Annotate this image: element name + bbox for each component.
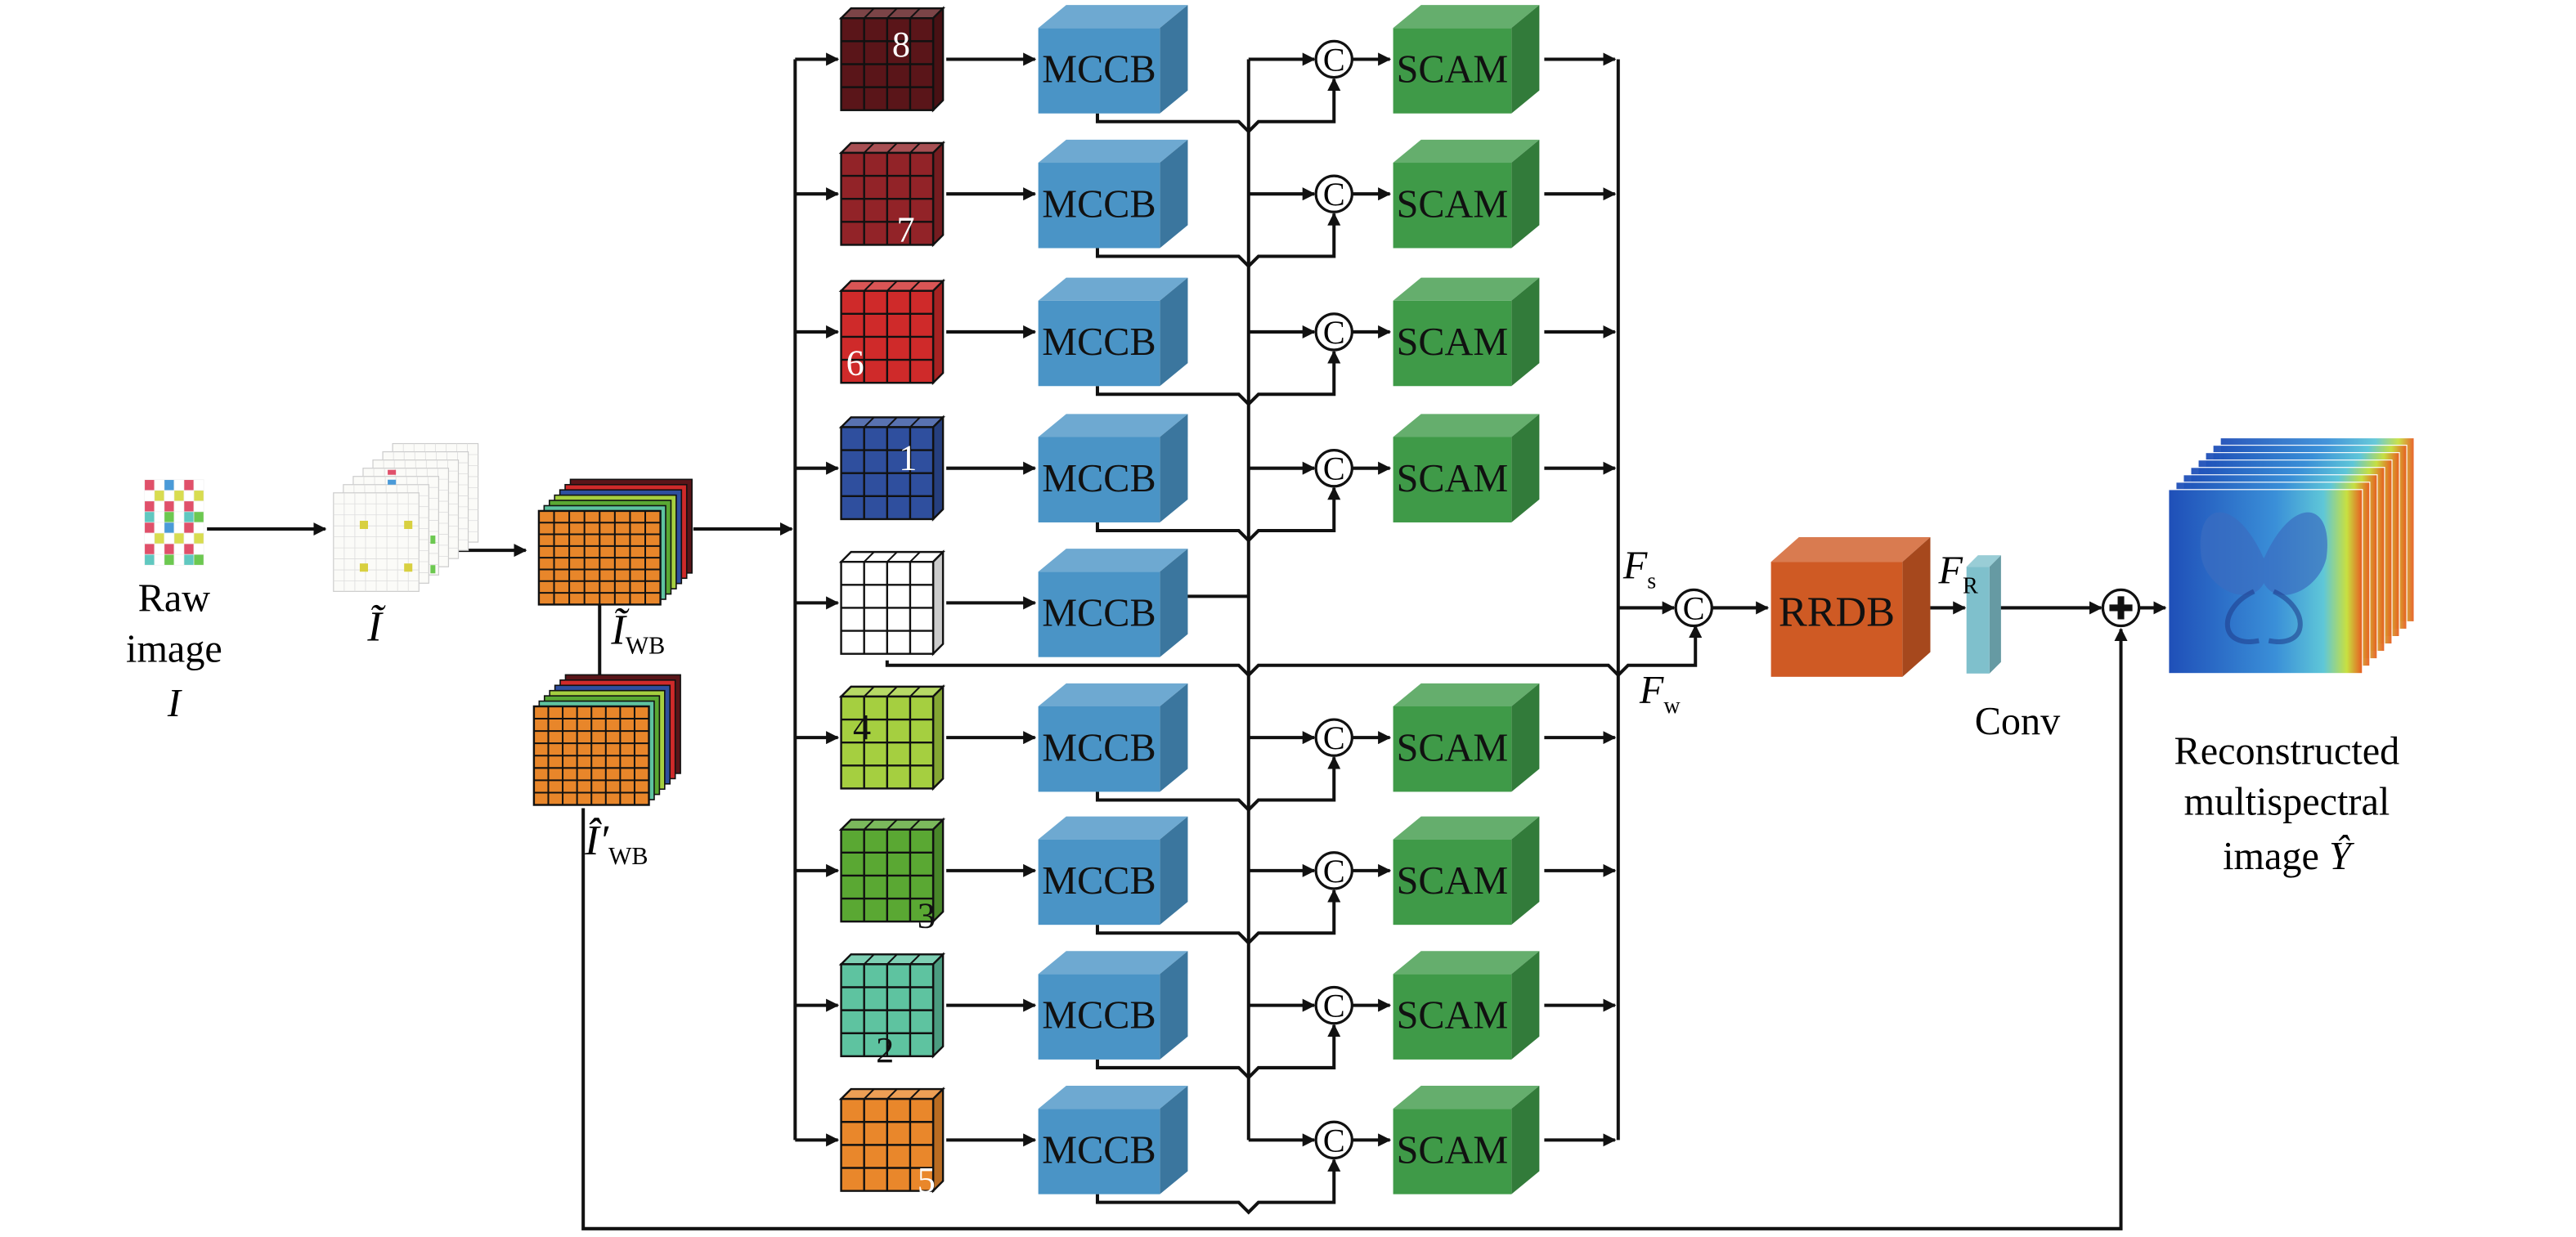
wb-prime-image-label: Î′WB (584, 817, 648, 870)
mccb-skip-to-concat (1095, 1158, 1341, 1215)
concat-symbol: C (1323, 42, 1345, 78)
reconstructed-multispectral-image (2168, 437, 2415, 675)
mccb-block: MCCB (1038, 139, 1188, 249)
output-label-1: Reconstructed (2174, 729, 2400, 773)
wb-image-cube (537, 478, 693, 606)
tilde-image-symbol: Ĩ (366, 603, 386, 651)
concat-node: C (1314, 718, 1353, 757)
concat-symbol: C (1323, 450, 1345, 487)
band-number-label: 2 (876, 1030, 894, 1070)
scam-block: SCAM (1393, 277, 1540, 387)
mccb-block: MCCB (1038, 277, 1188, 387)
mccb-label: MCCB (1042, 457, 1156, 500)
mccb-label: MCCB (1042, 592, 1156, 635)
scam-block: SCAM (1393, 1086, 1540, 1194)
band-cube-2: 2 (838, 952, 946, 1070)
plus-icon (2109, 596, 2133, 620)
mccb-label: MCCB (1042, 726, 1156, 769)
scam-label: SCAM (1397, 182, 1509, 226)
scam-label: SCAM (1397, 1128, 1509, 1172)
raw-image-label-2: image (126, 628, 222, 671)
sparse-band-stack (333, 442, 479, 592)
concat-node: C (1314, 174, 1353, 213)
band-number-label: 5 (918, 1160, 936, 1200)
concat-symbol: C (1323, 988, 1345, 1024)
concat-node: C (1314, 448, 1353, 488)
mccb-label: MCCB (1042, 182, 1156, 226)
band-cube-4: 4 (838, 683, 946, 791)
scam-label: SCAM (1397, 48, 1509, 92)
concat-symbol: C (1323, 1122, 1345, 1159)
final-concat-node: C (1674, 588, 1713, 628)
band-cube-1: 1 (838, 415, 946, 522)
rrdb-block: RRDB (1770, 537, 1931, 677)
concat-symbol: C (1683, 590, 1705, 627)
connection-lines (207, 52, 2167, 1230)
global-residual-line (581, 627, 2128, 1230)
mccb-label: MCCB (1042, 994, 1156, 1038)
scam-block: SCAM (1393, 5, 1540, 114)
mccb-label: MCCB (1042, 320, 1156, 364)
mccb-block: MCCB (1038, 5, 1188, 114)
fw-skip-line (885, 624, 1703, 678)
raw-image-mosaic (144, 479, 204, 566)
band-number-label: 4 (853, 707, 871, 747)
band-cube-7: 7 (838, 141, 946, 249)
scam-block: SCAM (1393, 951, 1540, 1060)
mccb-label: MCCB (1042, 48, 1156, 92)
raw-image-label-1: Raw (138, 576, 211, 620)
scam-label: SCAM (1397, 726, 1509, 769)
band-number-label: 8 (892, 25, 910, 65)
mccb-block: MCCB (1038, 683, 1188, 792)
mccb-block: MCCB (1038, 951, 1188, 1060)
fs-label: Fs (1622, 544, 1656, 594)
band-number-label: 1 (899, 438, 917, 478)
band-cube-8: 8 (838, 6, 946, 113)
raw-image-symbol: I (167, 682, 182, 725)
scam-label: SCAM (1397, 320, 1509, 364)
concat-symbol: C (1323, 314, 1345, 351)
band-number-label: 6 (846, 343, 864, 383)
conv-layer (1966, 555, 2001, 674)
band-cube-6: 6 (838, 278, 946, 386)
band-cube-5: 5 (838, 1087, 946, 1200)
fw-label: Fw (1639, 669, 1681, 719)
mccb-block: MCCB (1038, 1086, 1188, 1194)
concat-node: C (1314, 851, 1353, 890)
scam-block: SCAM (1393, 139, 1540, 249)
fr-label: FR (1938, 549, 1978, 598)
scam-block: SCAM (1393, 816, 1540, 926)
band-number-label: 3 (918, 895, 936, 935)
mccb-block: MCCB (1038, 414, 1188, 522)
conv-label: Conv (1975, 700, 2061, 743)
concat-node: C (1314, 312, 1353, 352)
output-label-3: image Ŷ (2223, 835, 2355, 878)
scam-block: SCAM (1393, 414, 1540, 522)
scam-block: SCAM (1393, 683, 1540, 792)
butterfly-figure (2200, 512, 2327, 595)
band-cube-reference (838, 549, 946, 657)
scam-label: SCAM (1397, 859, 1509, 903)
output-label-2: multispectral (2184, 781, 2390, 824)
add-node (2101, 588, 2141, 628)
band-cube-3: 3 (838, 817, 946, 935)
concat-symbol: C (1323, 176, 1345, 213)
scam-label: SCAM (1397, 994, 1509, 1038)
mccb-block: MCCB (1038, 816, 1188, 926)
concat-node: C (1314, 985, 1353, 1025)
concat-symbol: C (1323, 719, 1345, 756)
mccb-block: MCCB (1038, 549, 1188, 657)
mccb-label: MCCB (1042, 1128, 1156, 1172)
rrdb-label: RRDB (1779, 589, 1895, 636)
concat-symbol: C (1323, 853, 1345, 890)
mccb-label: MCCB (1042, 859, 1156, 903)
band-number-label: 7 (896, 209, 914, 249)
concat-node: C (1314, 39, 1353, 79)
wb-image-label: ĨWB (610, 607, 665, 660)
concat-node: C (1314, 1120, 1353, 1160)
scam-label: SCAM (1397, 457, 1509, 500)
wb-prime-image-cube (532, 674, 681, 806)
